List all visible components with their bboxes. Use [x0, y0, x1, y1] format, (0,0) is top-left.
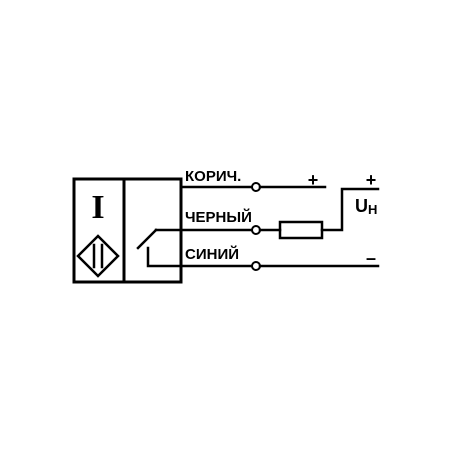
sensor-function-symbol: I — [91, 189, 104, 226]
wire-brown-label: КОРИЧ. — [185, 168, 241, 185]
wire-black-label: ЧЕРНЫЙ — [185, 208, 252, 226]
supply-voltage-label: UH — [355, 196, 377, 217]
supply-voltage-main: U — [355, 196, 368, 216]
proximity-sensor-symbol-icon — [76, 234, 120, 278]
switch-lead-bottom — [146, 246, 183, 268]
supply-voltage-sub: H — [368, 202, 377, 217]
wire-black-to-supply — [320, 187, 380, 232]
wire-brown-polarity: + — [308, 170, 319, 190]
wire-blue-polarity: – — [366, 248, 376, 268]
supply-polarity-top: + — [366, 170, 377, 190]
switch-contact-icon — [136, 228, 158, 250]
wire-blue-label: СИНИЙ — [185, 245, 239, 263]
load-resistor-icon — [278, 220, 324, 240]
